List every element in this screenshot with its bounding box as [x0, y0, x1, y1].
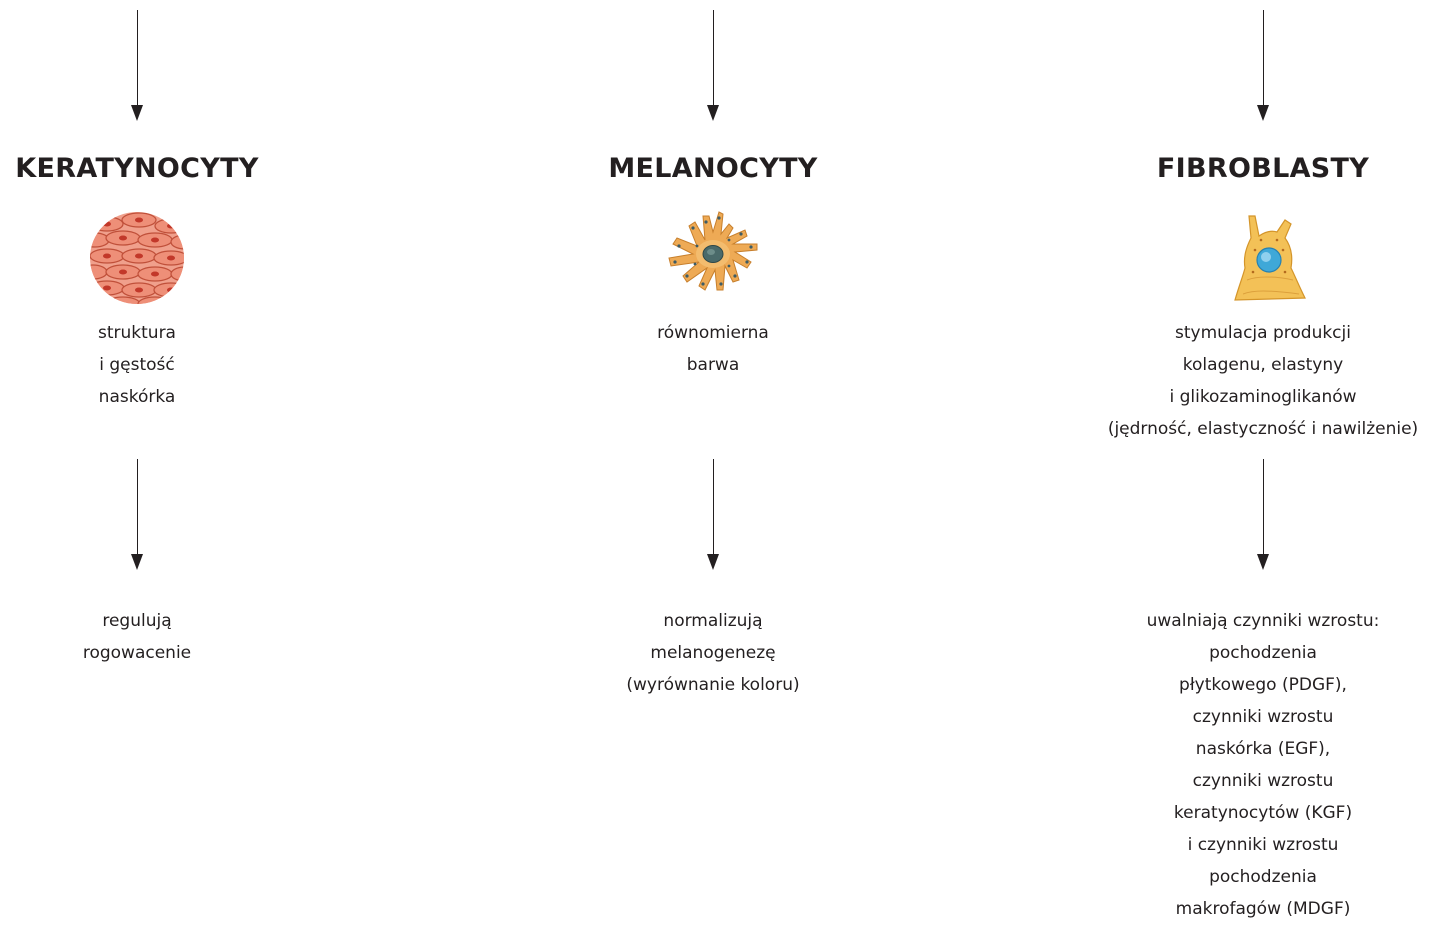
description-line: równomierna — [657, 323, 769, 343]
arrow-down-top — [1257, 10, 1269, 121]
column-effect: normalizują melanogenezę (wyrównanie kol… — [513, 605, 913, 701]
effect-line: płytkowego (PDGF), — [1179, 675, 1347, 695]
effect-line: naskórka (EGF), — [1195, 739, 1331, 759]
arrow-down-middle — [131, 459, 143, 570]
description-line: struktura — [98, 323, 176, 343]
keratinocyte-cells-icon — [87, 210, 187, 306]
effect-line: melanogenezę — [650, 643, 776, 663]
arrow-down-top — [131, 10, 143, 121]
effect-line: (wyrównanie koloru) — [626, 675, 800, 695]
effect-line: keratynocytów (KGF) — [1173, 803, 1353, 823]
effect-line: regulują — [102, 611, 172, 631]
effect-line: rogowacenie — [82, 643, 192, 663]
effect-line: normalizują — [663, 611, 763, 631]
effect-line: makrofagów (MDGF) — [1175, 899, 1351, 919]
column-description: równomierna barwa — [513, 317, 913, 381]
column-effect: regulują rogowacenie — [0, 605, 337, 669]
melanocyte-cell-icon — [663, 210, 763, 306]
arrow-down-middle — [1257, 459, 1269, 570]
description-line: i gęstość — [99, 355, 175, 375]
description-line: kolagenu, elastyny — [1182, 355, 1344, 375]
column-description: stymulacja produkcji kolagenu, elastyny … — [1063, 317, 1446, 445]
description-line: naskórka — [98, 387, 176, 407]
effect-line: i czynniki wzrostu — [1187, 835, 1339, 855]
column-melanocyty: MELANOCYTY — [513, 0, 913, 921]
effect-line: czynniki wzrostu — [1192, 707, 1334, 727]
column-title: MELANOCYTY — [608, 153, 818, 184]
effect-line: pochodzenia — [1209, 643, 1317, 663]
arrow-down-top — [707, 10, 719, 121]
column-description: struktura i gęstość naskórka — [0, 317, 337, 413]
effect-line: czynniki wzrostu — [1192, 771, 1334, 791]
description-line: stymulacja produkcji — [1175, 323, 1351, 343]
fibroblast-cell-icon — [1213, 210, 1313, 306]
description-line: barwa — [686, 355, 740, 375]
description-line: i glikozaminoglikanów — [1169, 387, 1357, 407]
description-line: (jędrność, elastyczność i nawilżenie) — [1107, 419, 1419, 439]
effect-line: pochodzenia — [1209, 867, 1317, 887]
column-fibroblasty: FIBROBLASTY stymulacja produkcji kolagen… — [1063, 0, 1446, 921]
column-effect: uwalniają czynniki wzrostu: pochodzenia … — [1063, 605, 1446, 925]
arrow-down-middle — [707, 459, 719, 570]
column-title: FIBROBLASTY — [1156, 153, 1370, 184]
effect-line: uwalniają czynniki wzrostu: — [1146, 611, 1380, 631]
column-title: KERATYNOCYTY — [15, 153, 259, 184]
column-keratynocyty: KERATYNOCYTY — [0, 0, 337, 921]
